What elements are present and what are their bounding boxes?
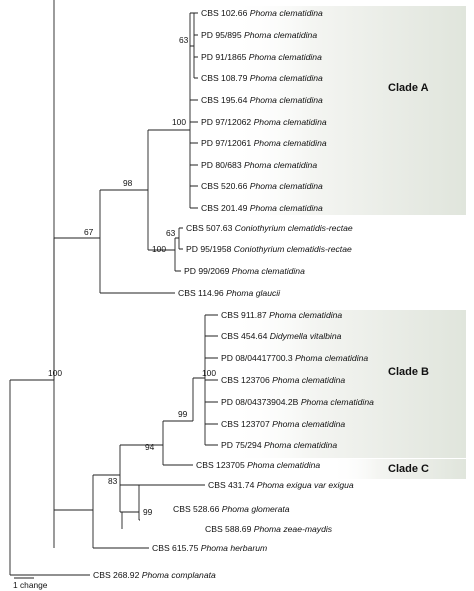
taxon-label: CBS 528.66 Phoma glomerata [173,504,290,514]
bootstrap-lower-group: 83 [108,476,118,486]
bootstrap-root: 100 [48,368,62,378]
taxon-label: CBS 123706 Phoma clematidina [221,375,345,385]
scale-label: 1 change [13,580,48,590]
bootstrap-root-upper: 67 [84,227,94,237]
taxon-label: PD 80/683 Phoma clematidina [201,160,317,170]
taxon-labels: CBS 102.66 Phoma clematidina PD 95/895 P… [93,8,374,580]
bootstrap-cladeA-top: 63 [179,35,189,45]
taxon-label: CBS 507.63 Coniothyrium clematidis-recta… [186,223,353,233]
taxon-label: PD 95/1958 Coniothyrium clematidis-recta… [186,244,352,254]
taxon-label: CBS 195.64 Phoma clematidina [201,95,323,105]
bootstrap-conio: 63 [166,228,176,238]
taxon-label: CBS 201.49 Phoma clematidina [201,203,323,213]
taxon-label: CBS 588.69 Phoma zeae-maydis [205,524,333,534]
taxon-label: CBS 123707 Phoma clematidina [221,419,345,429]
taxon-label: CBS 454.64 Didymella vitalbina [221,331,342,341]
taxon-label: CBS 108.79 Phoma clematidina [201,73,323,83]
tree-branches [9,0,218,576]
taxon-label: PD 08/04373904.2B Phoma clematidina [221,397,374,407]
clade-c-label: Clade C [388,463,429,475]
taxon-label: CBS 520.66 Phoma clematidina [201,181,323,191]
bootstrap-cladeB: 100 [202,368,216,378]
taxon-label: CBS 268.92 Phoma complanata [93,570,216,580]
bootstrap-cladeBC-exigua: 94 [145,442,155,452]
clade-b-shading [230,310,466,458]
taxon-label: PD 97/12062 Phoma clematidina [201,117,327,127]
taxon-label: PD 75/294 Phoma clematidina [221,440,337,450]
clade-a-label: Clade A [388,82,429,94]
taxon-label: PD 91/1865 Phoma clematidina [201,52,322,62]
clade-a-shading [230,6,466,215]
taxon-label: PD 08/04417700.3 Phoma clematidina [221,353,368,363]
clade-b-label: Clade B [388,366,429,378]
bootstrap-cladeBC: 99 [178,409,188,419]
taxon-label: CBS 123705 Phoma clematidina [196,460,320,470]
taxon-label: CBS 102.66 Phoma clematidina [201,8,323,18]
bootstrap-cladeA: 100 [172,117,186,127]
clade-c-shading [330,459,466,479]
taxon-label: PD 95/895 Phoma clematidina [201,30,317,40]
taxon-label: CBS 114.96 Phoma glaucii [178,288,281,298]
taxon-label: CBS 431.74 Phoma exigua var exigua [208,480,354,490]
taxon-label: CBS 911.87 Phoma clematidina [221,310,342,320]
bootstrap-glom-zeae: 99 [143,507,153,517]
taxon-label: PD 97/12061 Phoma clematidina [201,138,327,148]
bootstrap-cladeA-plus: 98 [123,178,133,188]
bootstrap-conio-group: 100 [152,244,166,254]
taxon-label: CBS 615.75 Phoma herbarum [152,543,267,553]
taxon-label: PD 99/2069 Phoma clematidina [184,266,305,276]
